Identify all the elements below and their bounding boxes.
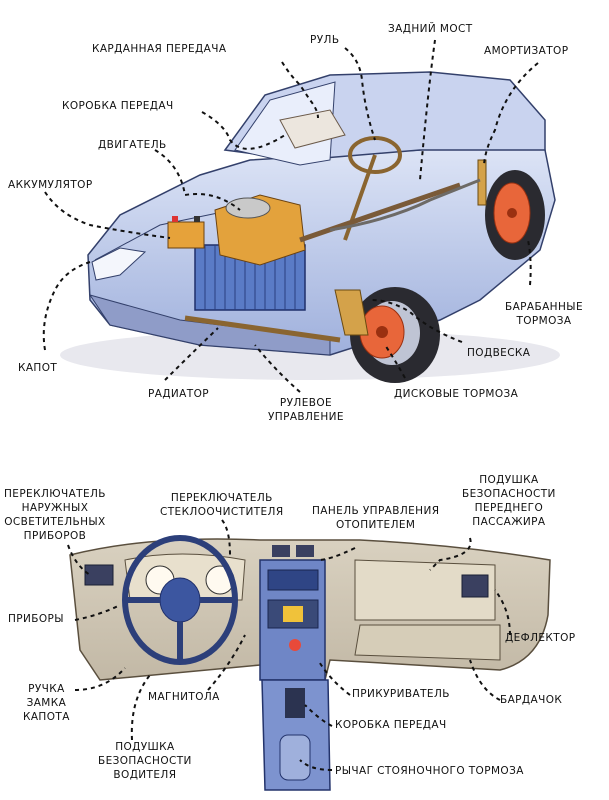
label-panel-otopitelem: ПАНЕЛЬ УПРАВЛЕНИЯ ОТОПИТЕЛЕМ <box>312 504 439 532</box>
label-rulevoe: РУЛЕВОЕ УПРАВЛЕНИЕ <box>268 396 344 424</box>
label-podushka-voditelya: ПОДУШКА БЕЗОПАСНОСТИ ВОДИТЕЛЯ <box>98 740 192 782</box>
label-prikurivatel: ПРИКУРИВАТЕЛЬ <box>352 688 450 700</box>
label-rulevoe-line1: РУЛЕВОЕ <box>279 397 333 409</box>
label-pereklyuchatel-naruzh: ПЕРЕКЛЮЧАТЕЛЬ НАРУЖНЫХ ОСВЕТИТЕЛЬНЫХ ПРИ… <box>4 487 106 543</box>
leader-lines-top <box>42 39 539 393</box>
label-kardan: КАРДАННАЯ ПЕРЕДАЧА <box>92 43 227 55</box>
label-magnitola: МАГНИТОЛА <box>148 691 220 703</box>
label-barabannye-line1: БАРАБАННЫЕ <box>505 301 583 313</box>
label-deflektor: ДЕФЛЕКТОР <box>505 632 576 644</box>
label-amortizator: АМОРТИЗАТОР <box>484 45 569 57</box>
label-dvigatel: ДВИГАТЕЛЬ <box>98 139 167 151</box>
label-radiator: РАДИАТОР <box>148 388 209 400</box>
dashboard-illustration <box>69 535 551 791</box>
label-podushka-passazhira-line1: ПОДУШКА <box>479 474 539 486</box>
label-barabannye: БАРАБАННЫЕ ТОРМОЗА <box>505 300 583 328</box>
label-pereklyuchatel-naruzh-line2: НАРУЖНЫХ <box>21 502 89 514</box>
label-rulevoe-line2: УПРАВЛЕНИЕ <box>268 411 344 423</box>
label-pereklyuchatel-stekl: ПЕРЕКЛЮЧАТЕЛЬ СТЕКЛООЧИСТИТЕЛЯ <box>160 491 284 519</box>
label-pereklyuchatel-naruzh-line3: ОСВЕТИТЕЛЬНЫХ <box>4 516 106 528</box>
label-pribory: ПРИБОРЫ <box>8 613 64 625</box>
car-illustration <box>60 71 560 383</box>
label-korobka-peredach: КОРОБКА ПЕРЕДАЧ <box>335 719 447 731</box>
label-podveska: ПОДВЕСКА <box>467 347 531 359</box>
label-podushka-passazhira-line2: БЕЗОПАСНОСТИ <box>462 488 556 500</box>
label-ruchka-zamka-line1: РУЧКА <box>28 683 65 695</box>
label-rul: РУЛЬ <box>310 34 340 46</box>
label-panel-otopitelem-line1: ПАНЕЛЬ УПРАВЛЕНИЯ <box>312 505 440 517</box>
label-diskovye: ДИСКОВЫЕ ТОРМОЗА <box>394 388 519 400</box>
label-podushka-passazhira-line3: ПЕРЕДНЕГО <box>474 502 544 514</box>
label-korobka: КОРОБКА ПЕРЕДАЧ <box>62 100 174 112</box>
label-kapot: КАПОТ <box>18 362 58 374</box>
leader-lines-bottom <box>67 519 511 771</box>
label-pereklyuchatel-naruzh-line4: ПРИБОРОВ <box>23 530 87 542</box>
label-ruchka-zamka: РУЧКА ЗАМКА КАПОТА <box>23 682 70 724</box>
label-akkumulyator: АККУМУЛЯТОР <box>8 179 93 191</box>
label-ruchka-zamka-line2: ЗАМКА <box>26 697 67 709</box>
label-rychag-tormoza: РЫЧАГ СТОЯНОЧНОГО ТОРМОЗА <box>335 765 524 777</box>
label-podushka-passazhira: ПОДУШКА БЕЗОПАСНОСТИ ПЕРЕДНЕГО ПАССАЖИРА <box>462 473 556 529</box>
label-pereklyuchatel-stekl-line2: СТЕКЛООЧИСТИТЕЛЯ <box>160 506 284 518</box>
label-podushka-voditelya-line3: ВОДИТЕЛЯ <box>113 769 177 781</box>
label-pereklyuchatel-naruzh-line1: ПЕРЕКЛЮЧАТЕЛЬ <box>4 488 106 500</box>
label-ruchka-zamka-line3: КАПОТА <box>23 711 70 723</box>
label-podushka-voditelya-line1: ПОДУШКА <box>115 741 175 753</box>
label-podushka-passazhira-line4: ПАССАЖИРА <box>472 516 546 528</box>
label-panel-otopitelem-line2: ОТОПИТЕЛЕМ <box>336 519 416 531</box>
label-bardachok: БАРДАЧОК <box>500 694 563 706</box>
label-barabannye-line2: ТОРМОЗА <box>516 315 572 327</box>
label-pereklyuchatel-stekl-line1: ПЕРЕКЛЮЧАТЕЛЬ <box>170 492 273 504</box>
label-podushka-voditelya-line2: БЕЗОПАСНОСТИ <box>98 755 192 767</box>
label-zadniy-most: ЗАДНИЙ МОСТ <box>388 23 473 35</box>
